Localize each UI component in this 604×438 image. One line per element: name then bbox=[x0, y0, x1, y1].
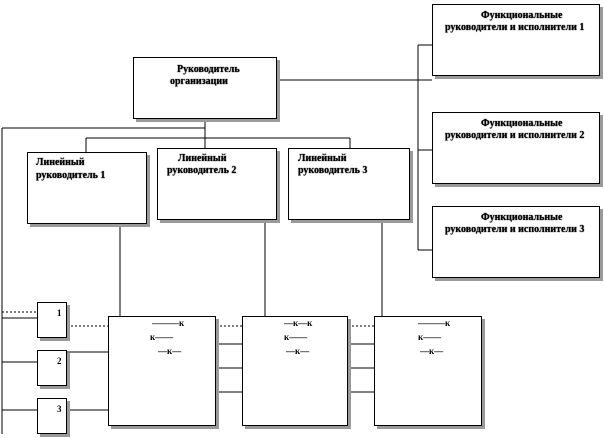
worker-1-row2: к—— bbox=[150, 332, 174, 342]
worker-1-row3: —к— bbox=[158, 346, 182, 356]
worker-2-row1: —к—к bbox=[284, 318, 313, 328]
unit-3-label: 3 bbox=[57, 404, 62, 414]
unit-2-label: 2 bbox=[57, 356, 62, 366]
director-box bbox=[133, 57, 277, 119]
functional-box-1 bbox=[432, 4, 600, 76]
worker-3-row3: —к— bbox=[420, 346, 444, 356]
worker-2-row3: —к— bbox=[286, 346, 310, 356]
functional-1-line2: руководители и исполнители 1 bbox=[445, 22, 585, 33]
linear-1-line2: руководитель 1 bbox=[36, 170, 106, 181]
functional-3-line2: руководители и исполнители 3 bbox=[445, 224, 585, 235]
director-label-line1: Руководитель bbox=[177, 64, 240, 75]
worker-3-row2: к—— bbox=[418, 332, 442, 342]
linear-1-line1: Линейный bbox=[36, 157, 85, 168]
unit-1-label: 1 bbox=[57, 308, 62, 318]
worker-box-3 bbox=[374, 316, 482, 426]
functional-box-3 bbox=[432, 206, 600, 278]
functional-2-line1: Функциональные bbox=[481, 118, 563, 129]
linear-manager-box-3 bbox=[288, 148, 410, 220]
unit-box-3 bbox=[37, 398, 67, 434]
worker-box-1 bbox=[108, 316, 216, 426]
unit-box-2 bbox=[37, 350, 67, 386]
linear-3-line2: руководитель 3 bbox=[298, 165, 368, 176]
linear-3-line1: Линейный bbox=[298, 153, 347, 164]
functional-box-2 bbox=[432, 112, 600, 184]
linear-manager-box-2 bbox=[157, 148, 277, 220]
linear-2-line2: руководитель 2 bbox=[167, 165, 237, 176]
linear-manager-box-1 bbox=[27, 152, 147, 224]
functional-3-line1: Функциональные bbox=[481, 212, 563, 223]
functional-2-line2: руководители и исполнители 2 bbox=[445, 130, 585, 141]
worker-2-row2: к—— bbox=[284, 332, 308, 342]
unit-box-1 bbox=[37, 302, 67, 338]
director-label-line2: организации bbox=[170, 76, 228, 87]
linear-2-line1: Линейный bbox=[178, 153, 227, 164]
functional-1-line1: Функциональные bbox=[481, 10, 563, 21]
worker-1-row1: ———к bbox=[152, 318, 185, 328]
worker-box-2 bbox=[242, 316, 348, 426]
worker-3-row1: ———к bbox=[418, 318, 451, 328]
